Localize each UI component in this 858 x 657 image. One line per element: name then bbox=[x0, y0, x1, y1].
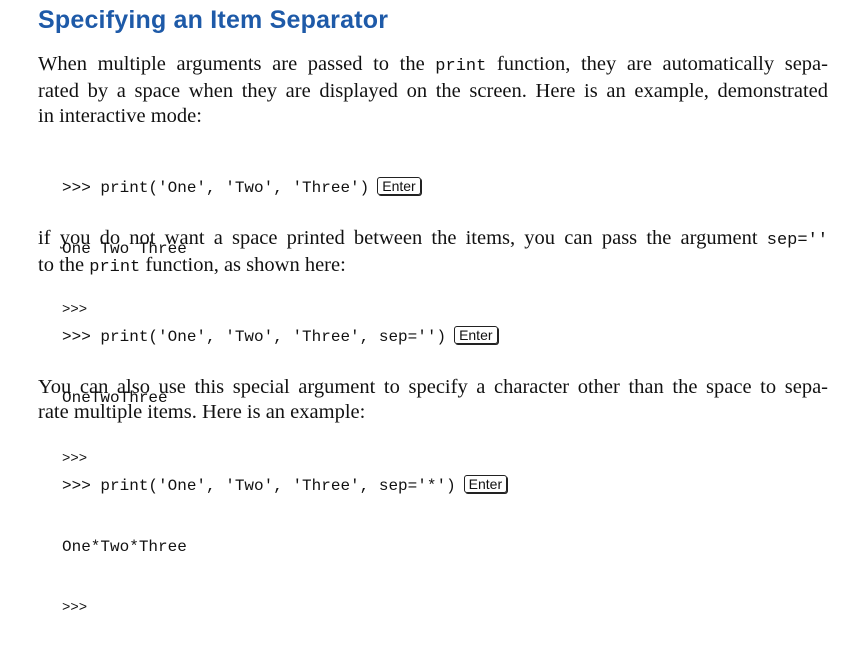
code-example-1: >>> print('One', 'Two', 'Three')Enter On… bbox=[62, 140, 421, 359]
code-prompt-line: >>> bbox=[62, 600, 88, 616]
inline-code: print bbox=[435, 57, 487, 76]
paragraph-line: if you do not want a space printed betwe… bbox=[38, 227, 828, 250]
code-output-line: One Two Three bbox=[62, 240, 187, 258]
paragraph-sep-empty: if you do not want a space printed betwe… bbox=[38, 226, 828, 280]
paragraph-sep-char: You can also use this special argument t… bbox=[38, 375, 828, 425]
code-input-line: >>> print('One', 'Two', 'Three', sep='*'… bbox=[62, 474, 508, 499]
code-prompt-line: >>> bbox=[62, 302, 88, 318]
enter-key-icon: Enter bbox=[377, 177, 421, 195]
paragraph-line: in interactive mode: bbox=[38, 105, 202, 127]
section-heading: Specifying an Item Separator bbox=[38, 6, 389, 34]
paragraph-line: rated by a space when they are displayed… bbox=[38, 80, 828, 102]
enter-key-icon: Enter bbox=[463, 475, 508, 493]
book-page: Specifying an Item Separator When multip… bbox=[38, 6, 828, 616]
paragraph-intro: When multiple arguments are passed to th… bbox=[38, 52, 828, 129]
code-prompt-line: >>> bbox=[62, 451, 88, 467]
paragraph-line: You can also use this special argument t… bbox=[38, 376, 828, 398]
paragraph-line: When multiple arguments are passed to th… bbox=[38, 53, 828, 76]
inline-code: print bbox=[89, 258, 141, 277]
paragraph-line: to the print function, as shown here: bbox=[38, 254, 346, 277]
code-output-line: OneTwoThree bbox=[62, 389, 168, 407]
code-input-line: >>> print('One', 'Two', 'Three')Enter bbox=[62, 176, 421, 201]
code-example-2: >>> print('One', 'Two', 'Three', sep='')… bbox=[62, 289, 498, 508]
paragraph-line: rate multiple items. Here is an example: bbox=[38, 401, 366, 423]
code-example-3: >>> print('One', 'Two', 'Three', sep='*'… bbox=[62, 438, 508, 657]
code-output-line: One*Two*Three bbox=[62, 538, 187, 556]
inline-code: sep='' bbox=[766, 231, 828, 250]
code-input-line: >>> print('One', 'Two', 'Three', sep='')… bbox=[62, 325, 498, 350]
enter-key-icon: Enter bbox=[454, 326, 498, 344]
